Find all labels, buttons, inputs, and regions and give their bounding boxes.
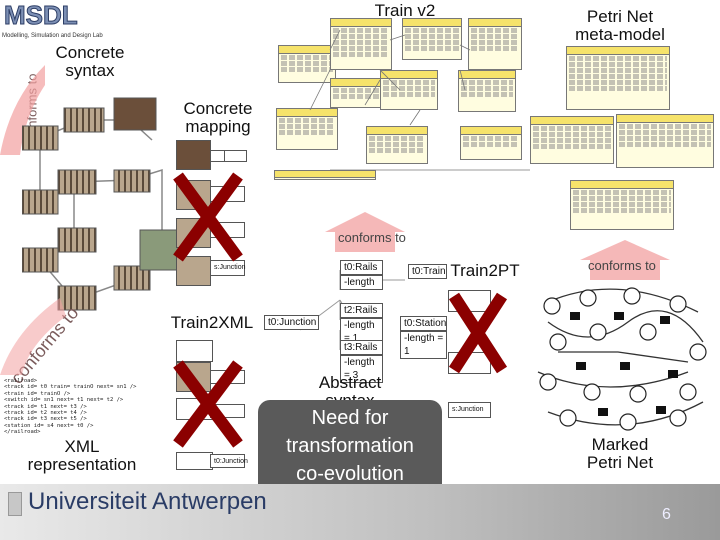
junction-box-b: t0:Junction [210, 454, 248, 468]
cross-mark-petri [448, 292, 508, 374]
university-name: Universiteit Antwerpen [28, 488, 267, 515]
rails-box-3: t3:Rails [340, 340, 383, 355]
conforms-arrow-right [580, 240, 670, 280]
logo-tagline: Modelling, Simulation and Design Lab [2, 33, 103, 39]
xml-code: <railroad> <track id= t0 train= trainO n… [4, 378, 169, 438]
university-logo-mark [8, 492, 22, 516]
footer-bar: Universiteit Antwerpen 6 [0, 484, 720, 540]
marked-petri-net-graph [537, 287, 707, 431]
concrete-syntax-label: Concrete syntax [55, 43, 125, 80]
marked-petri-net-label: Marked Petri Net [586, 435, 654, 472]
junction-box-a: s:Junction [210, 260, 246, 276]
junction-box: t0:Junction [264, 315, 319, 330]
conforms-to-middle: conforms to [338, 230, 406, 245]
logo-text: MSDL [4, 2, 78, 28]
xml-representation-label: XML representation [27, 437, 137, 474]
length-box-4: -length = 3 [340, 355, 383, 383]
xml-line: <track id= t1 next= t3 /> [4, 403, 87, 410]
train2pt-label: Train2PT [450, 261, 520, 280]
conforms-arrow-bottom-left [0, 298, 66, 375]
co-evolution-callout: Need for transformation co-evolution [258, 400, 442, 496]
length-box-1: -length [340, 275, 383, 290]
conforms-arrow-top-left [0, 65, 45, 155]
rails-box-2: t2:Rails [340, 303, 383, 318]
concrete-mapping-label: Concrete mapping [183, 99, 253, 136]
rails-box-1: t0:Rails [340, 260, 383, 275]
conforms-to-right: conforms to [588, 258, 656, 273]
msdl-logo: MSDL Modelling, Simulation and Design La… [2, 0, 104, 39]
length-box-3: -length = 1 [400, 331, 447, 359]
train2xml-label: Train2XML [170, 313, 254, 332]
train-box: t0:Train [408, 264, 447, 279]
station-box: t0:Station [400, 316, 447, 331]
title-train-v2: Train v2 [374, 1, 436, 20]
xml-line: <track id= t0 train= trainO next= sn1 /> [4, 384, 137, 391]
junction-box-c: s:Junction [448, 402, 491, 418]
msdl-logo-mark: MSDL [2, 0, 104, 31]
conforms-arrow-middle [325, 212, 405, 252]
cross-mark-concrete [173, 172, 243, 262]
cross-mark-xml [173, 360, 243, 448]
xml-line: <railroad> [4, 378, 38, 384]
xml-line: <track id= t3 next= t5 /> [4, 416, 87, 423]
xml-line: </railroad> [4, 429, 41, 436]
xml-line: <switch id= sn1 next= t1 next= t2 /> [4, 397, 124, 404]
petri-net-metamodel-label: Petri Net meta-model [575, 7, 665, 44]
xml-line: <station id= s4 next= t0 /> [4, 422, 94, 429]
concrete-track-illustration [22, 97, 181, 311]
xml-line: <train id= trainO /> [4, 390, 71, 397]
page-number: 6 [662, 506, 671, 523]
xml-line: <track id= t2 next= t4 /> [4, 410, 87, 417]
